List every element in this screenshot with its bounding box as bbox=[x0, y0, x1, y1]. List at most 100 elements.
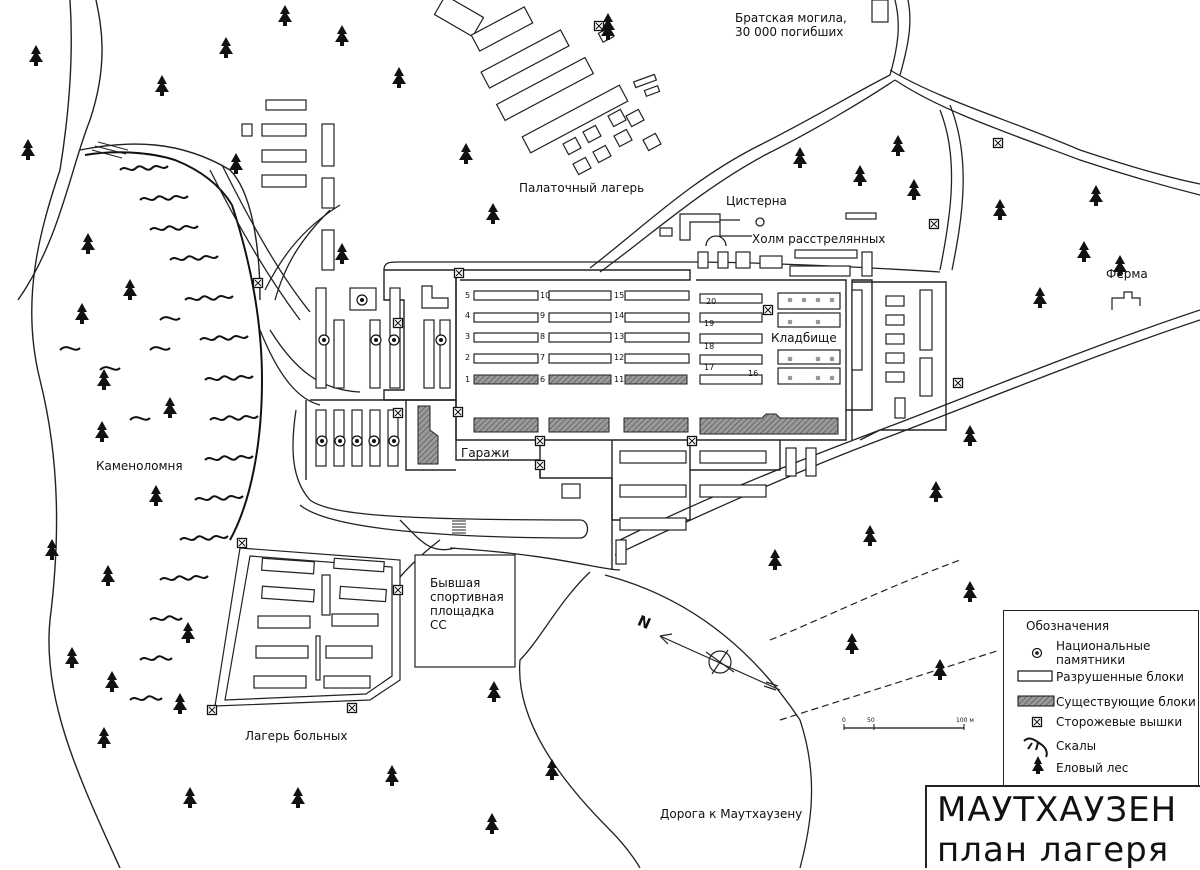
quarry-cliffs bbox=[59, 151, 264, 701]
map-title: МАУТХАУЗЕН план лагеря bbox=[925, 785, 1200, 870]
mass-grave-label-1: Братская могила, bbox=[735, 11, 847, 25]
cemetery-label: Кладбище bbox=[771, 331, 837, 345]
spruce-icon bbox=[891, 135, 905, 156]
monument-icon bbox=[829, 375, 835, 381]
north-arrow bbox=[659, 633, 781, 691]
spruce-icon bbox=[545, 759, 559, 780]
watchtower-icon bbox=[392, 407, 404, 419]
monument-icon bbox=[787, 356, 793, 362]
spruce-icon bbox=[101, 565, 115, 586]
spruce-icon bbox=[993, 199, 1007, 220]
scale-tick-0: 0 bbox=[842, 717, 846, 724]
watchtower-icon bbox=[534, 435, 546, 447]
block-number: 2 bbox=[465, 353, 470, 362]
mass-grave-label-2: 30 000 погибших bbox=[735, 25, 844, 39]
legend-monument-label-1: Национальные bbox=[1056, 639, 1151, 653]
block-number: 13 bbox=[614, 332, 624, 341]
spruce-icon bbox=[278, 5, 292, 26]
monument-icon bbox=[316, 435, 328, 447]
spruce-icon bbox=[793, 147, 807, 168]
legend-existing-label: Существующие блоки bbox=[1056, 695, 1196, 709]
cliff-icon bbox=[1023, 737, 1048, 758]
block-number: 16 bbox=[748, 369, 758, 378]
quarry-label: Каменоломня bbox=[96, 459, 183, 473]
monument-icon bbox=[370, 334, 382, 346]
spruce-icon bbox=[97, 369, 111, 390]
existing-block-icon bbox=[1017, 695, 1055, 707]
monument-icon bbox=[351, 435, 363, 447]
watchtower-icon bbox=[392, 584, 404, 596]
watchtower-icon bbox=[346, 702, 358, 714]
spruce-icon bbox=[105, 671, 119, 692]
spruce-icon bbox=[183, 787, 197, 808]
monument-icon bbox=[801, 297, 807, 303]
road-label: Дорога к Маутхаузену bbox=[660, 807, 803, 821]
block-number: 7 bbox=[540, 353, 545, 362]
cistern-label: Цистерна bbox=[726, 194, 787, 208]
scale: 0 50 100 м bbox=[842, 717, 974, 730]
spruce-icon bbox=[863, 525, 877, 546]
spruce-icon bbox=[487, 681, 501, 702]
legend-icons bbox=[1017, 647, 1055, 774]
spruce-icon bbox=[291, 787, 305, 808]
watchtower-icon bbox=[992, 137, 1004, 149]
sports-ground-label-4: СС bbox=[430, 618, 447, 632]
block-number: 20 bbox=[706, 297, 716, 306]
spruce-icon bbox=[853, 165, 867, 186]
watchtower-icon bbox=[1031, 716, 1043, 728]
legend-forest-label: Еловый лес bbox=[1056, 761, 1129, 775]
watchtower-icon bbox=[762, 304, 774, 316]
spruce-icon bbox=[75, 303, 89, 324]
monument-icon bbox=[815, 375, 821, 381]
watchtower-icon bbox=[453, 267, 465, 279]
block-number: 5 bbox=[465, 291, 470, 300]
watchtower-icon bbox=[252, 277, 264, 289]
block-number: 17 bbox=[704, 363, 714, 372]
execution-hill-label: Холм расстрелянных bbox=[752, 232, 886, 246]
monument-icon bbox=[435, 334, 447, 346]
spruce-icon bbox=[485, 813, 499, 834]
spruce-icon bbox=[486, 203, 500, 224]
scale-tick-100: 100 м bbox=[956, 717, 974, 724]
spruce-icon bbox=[65, 647, 79, 668]
monument-icon bbox=[787, 319, 793, 325]
farm-label: Ферма bbox=[1106, 267, 1148, 281]
watchtower-icon bbox=[206, 704, 218, 716]
sports-ground-label-1: Бывшая bbox=[430, 576, 481, 590]
spruce-icon bbox=[181, 622, 195, 643]
monument-icon bbox=[318, 334, 330, 346]
spruce-icon bbox=[845, 633, 859, 654]
stairs bbox=[91, 141, 466, 534]
monument-icon bbox=[815, 297, 821, 303]
watchtower-icon bbox=[686, 435, 698, 447]
spruce-icon bbox=[29, 45, 43, 66]
title-line-1: МАУТХАУЗЕН bbox=[937, 790, 1178, 830]
block-number: 19 bbox=[704, 319, 714, 328]
monument-icon bbox=[787, 297, 793, 303]
spruce-icon bbox=[385, 765, 399, 786]
spruce-icon bbox=[81, 233, 95, 254]
sports-ground-label-3: площадка bbox=[430, 604, 495, 618]
watchtower-icon bbox=[452, 406, 464, 418]
watchtower-icon bbox=[534, 459, 546, 471]
block-number: 8 bbox=[540, 332, 545, 341]
existing-blocks bbox=[417, 374, 839, 465]
legend-destroyed-label: Разрушенные блоки bbox=[1056, 670, 1184, 684]
spruce-icon bbox=[907, 179, 921, 200]
spruce-icon bbox=[97, 727, 111, 748]
spruce-icon bbox=[149, 485, 163, 506]
monument-icon bbox=[815, 319, 821, 325]
left-boundary-lines bbox=[17, 0, 261, 868]
barracks-blocks bbox=[214, 0, 1141, 707]
block-number: 6 bbox=[540, 375, 545, 384]
block-number: 10 bbox=[540, 291, 550, 300]
destroyed-block-icon bbox=[1017, 670, 1053, 682]
spruce-icon bbox=[1032, 756, 1044, 774]
spruce-icon bbox=[1033, 287, 1047, 308]
spruce-icon bbox=[929, 481, 943, 502]
monument-icon bbox=[334, 435, 346, 447]
monument-icon bbox=[368, 435, 380, 447]
spruce-icon bbox=[1077, 241, 1091, 262]
legend-tower-label: Сторожевые вышки bbox=[1056, 715, 1183, 729]
